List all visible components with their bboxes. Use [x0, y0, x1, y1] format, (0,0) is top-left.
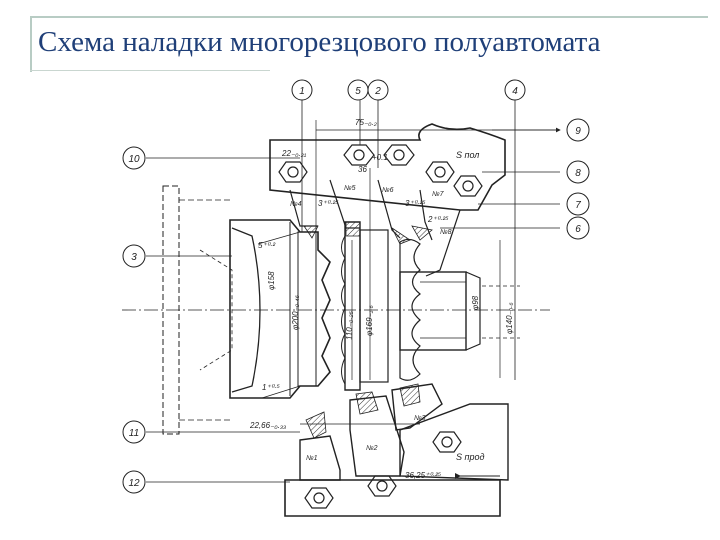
- center-taper: [199, 249, 233, 371]
- callout-6: [566, 216, 590, 240]
- dim-label: 3⁺⁰·²⁵: [405, 199, 426, 208]
- insert-4: [303, 225, 319, 239]
- dim-label: 36: [358, 165, 367, 174]
- insert-3: [399, 383, 421, 407]
- cutter-label: №6: [382, 187, 394, 194]
- hatched-inserts: [303, 221, 433, 439]
- dim-label: +0.1: [372, 153, 388, 162]
- dim-label: 22₋₀.₂₁: [281, 149, 307, 158]
- dim-label: φ158: [267, 271, 276, 290]
- cutter-label: №7: [432, 191, 445, 198]
- dim-label: 1⁺⁰·⁵: [262, 383, 281, 392]
- cutter-block-3: [391, 383, 443, 431]
- insert-7: [411, 225, 433, 241]
- dim-label: φ200₋₀.₄₆: [291, 294, 300, 330]
- hex-nut-bottom-1: [304, 487, 334, 509]
- gear-teeth-right: [399, 238, 421, 381]
- dim-label: φ140₋₀.₆: [505, 302, 514, 334]
- workpiece-hub: [231, 227, 261, 393]
- insert-2: [355, 391, 379, 415]
- shaft-end: [399, 271, 467, 351]
- callout-7: [566, 192, 590, 216]
- callout-label: 8: [575, 168, 581, 179]
- cutter-label: №4: [290, 201, 302, 208]
- hex-nut-bottom-2: [367, 475, 397, 497]
- callout-9: [566, 118, 590, 142]
- callout-label: 4: [512, 86, 518, 97]
- callout-12: [122, 470, 146, 494]
- hex-nut-top-3: [278, 161, 308, 183]
- dim-label: 2⁺⁰·²⁵: [427, 215, 449, 224]
- bottom-tool-holder: [284, 479, 501, 517]
- callout-3: [122, 244, 146, 268]
- dim-label: φ98: [471, 295, 480, 310]
- callout-label: 12: [128, 478, 140, 489]
- callout-circles: [122, 79, 590, 494]
- callout-label: 11: [129, 428, 139, 439]
- cutter-label: №3: [414, 415, 426, 422]
- drawing-geometry: [122, 100, 561, 517]
- dim-label: φ169₋₁.₆: [365, 304, 374, 336]
- dim-label: 5⁺⁰·²: [258, 241, 276, 250]
- gear-rim: [344, 221, 361, 391]
- insert-1: [305, 411, 327, 439]
- dim-label: 22,66₋₀.₃₃: [249, 421, 286, 430]
- slide-frame-top-rule: [30, 16, 708, 18]
- callout-labels: 1 5 2 4 9 10 8 7 3 6 11 12: [128, 86, 581, 489]
- slide-frame-left-rule: [30, 16, 32, 72]
- callout-label: 7: [575, 200, 581, 211]
- cutter-label: №1: [306, 455, 318, 462]
- cutter-labels: №1 №2 №3 №4 №5 №6 №7 №8: [290, 185, 452, 462]
- callout-label: 2: [374, 86, 381, 97]
- callout-label: 5: [355, 86, 361, 97]
- dim-label: 110₋₀.₂₅: [345, 310, 354, 340]
- slide-title: Схема наладки многорезцового полуавтомат…: [38, 26, 601, 58]
- chuck-outline: [162, 185, 180, 435]
- gear-web: [359, 229, 389, 383]
- dimension-labels: 75₋₀.₂ 22₋₀.₂₁ 36 +0.1 S пол 3⁺⁰·²⁵ 3⁺⁰·…: [249, 118, 514, 480]
- cutter-label: №5: [344, 185, 356, 192]
- hex-nut-top-4: [425, 161, 455, 183]
- dim-label: 3⁺⁰·²⁵: [318, 199, 339, 208]
- callout-label: 9: [575, 126, 581, 137]
- workpiece-flange: [297, 231, 317, 387]
- hex-nut-bottom-3: [432, 431, 462, 453]
- workpiece-main: [229, 219, 331, 399]
- callout-label: 1: [299, 86, 305, 97]
- callout-label: 10: [128, 154, 140, 165]
- callout-1: [291, 79, 313, 101]
- dim-label: 36,25⁺⁰·²⁵: [405, 471, 442, 480]
- dim-label: S пол: [456, 150, 479, 160]
- callout-10: [122, 146, 146, 170]
- callout-label: 6: [575, 224, 581, 235]
- dim-label: 75₋₀.₂: [355, 118, 377, 127]
- top-tool-holder: [269, 123, 506, 211]
- cutter-label: №2: [366, 445, 378, 452]
- title-underline: [30, 70, 270, 71]
- callout-2: [367, 79, 389, 101]
- dim-label: S прод: [456, 452, 484, 462]
- callout-8: [566, 160, 590, 184]
- insert-5: [345, 221, 361, 237]
- cutter-label: №8: [440, 229, 452, 236]
- hex-nut-top-2: [383, 144, 415, 166]
- callout-11: [122, 420, 146, 444]
- cutter-block-1: [299, 435, 341, 481]
- hex-nut-top-5: [453, 175, 483, 197]
- insert-6: [390, 226, 411, 245]
- hex-nut-top-1: [343, 144, 375, 166]
- callout-4: [504, 79, 526, 101]
- callout-label: 3: [131, 252, 137, 263]
